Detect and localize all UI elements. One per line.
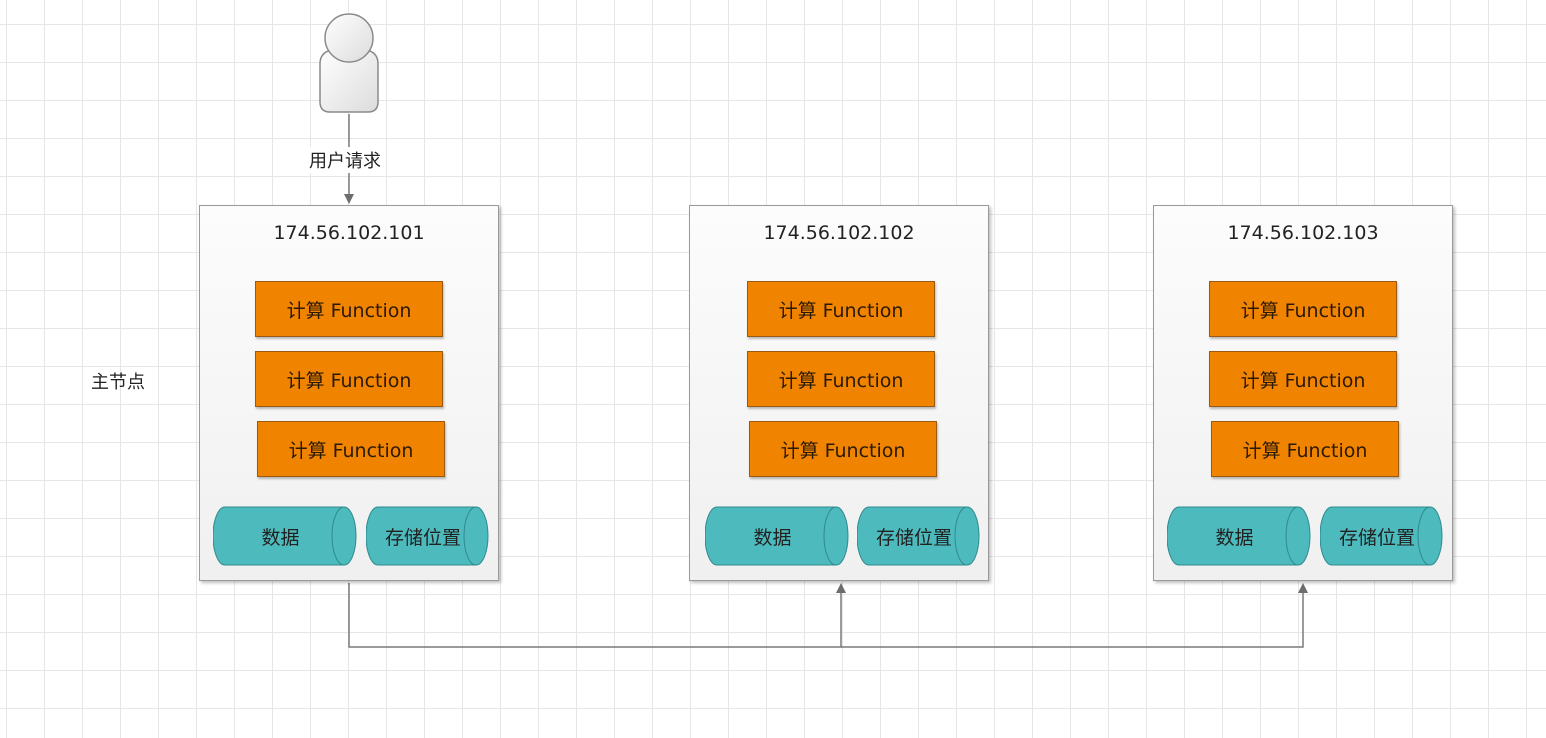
storage-location-label: 存储位置: [875, 526, 952, 549]
storage-location-label: 存储位置: [384, 526, 461, 549]
server-node-2: 174.56.102.102 计算 Function 计算 Function 计…: [689, 205, 989, 581]
compute-function-block: 计算 Function: [255, 351, 443, 407]
storage-location-cylinder: 存储位置: [1320, 506, 1444, 566]
compute-function-block: 计算 Function: [1209, 281, 1397, 337]
replication-connector-103: [841, 583, 1308, 648]
compute-function-block: 计算 Function: [747, 281, 935, 337]
node-ip: 174.56.102.102: [763, 222, 915, 244]
compute-function-block: 计算 Function: [255, 281, 443, 337]
compute-function-block: 计算 Function: [747, 351, 935, 407]
server-node-3: 174.56.102.103 计算 Function 计算 Function 计…: [1153, 205, 1453, 581]
data-label: 数据: [1215, 526, 1254, 549]
storage-location-label: 存储位置: [1338, 526, 1415, 549]
compute-function-block: 计算 Function: [1211, 421, 1399, 477]
replication-connector-102: [348, 583, 846, 648]
data-label: 数据: [753, 526, 792, 549]
storage-location-cylinder: 存储位置: [366, 506, 490, 566]
user-request-label: 用户请求: [307, 147, 383, 173]
storage-location-cylinder: 存储位置: [857, 506, 981, 566]
data-cylinder: 数据: [705, 506, 850, 566]
compute-function-block: 计算 Function: [257, 421, 445, 477]
data-cylinder: 数据: [213, 506, 358, 566]
compute-function-block: 计算 Function: [1209, 351, 1397, 407]
server-node-1: 174.56.102.101 计算 Function 计算 Function 计…: [199, 205, 499, 581]
data-label: 数据: [261, 526, 300, 549]
node-ip: 174.56.102.103: [1227, 222, 1379, 244]
user-icon: [310, 12, 388, 114]
master-node-label: 主节点: [91, 372, 145, 393]
data-cylinder: 数据: [1167, 506, 1312, 566]
compute-function-block: 计算 Function: [749, 421, 937, 477]
node-ip: 174.56.102.101: [273, 222, 425, 244]
